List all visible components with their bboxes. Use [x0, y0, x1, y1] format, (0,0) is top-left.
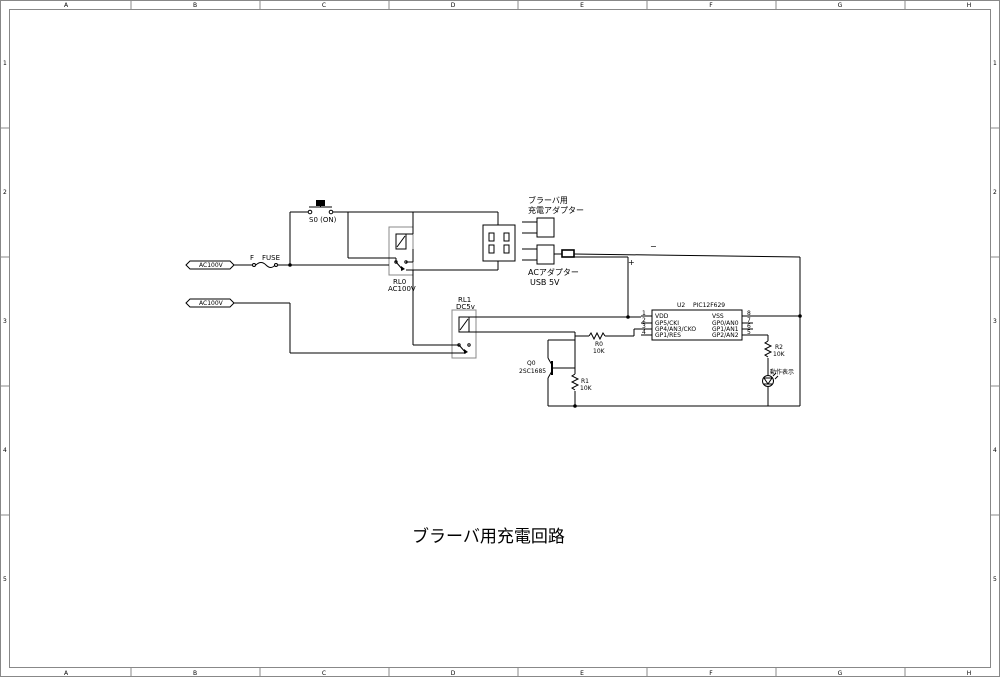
- resistor-r1: R1 10K: [570, 373, 593, 392]
- led-indicator: 動作表示: [762, 368, 794, 387]
- r2-value: 10K: [773, 351, 786, 358]
- u2-part: PIC12F629: [693, 302, 725, 309]
- u2-pin-left: GP5/CKI: [655, 320, 679, 327]
- col-label: D: [451, 2, 456, 9]
- u2-pin-left: GP4/AN3/CKO: [655, 326, 696, 333]
- rl1-ref: RL1: [458, 296, 471, 304]
- u2-ref: U2: [677, 302, 685, 309]
- row-label: 1: [3, 60, 7, 67]
- fuse-name: FUSE: [262, 254, 280, 262]
- row-label: 4: [993, 447, 997, 454]
- adapter2-line1: ACアダプター: [528, 267, 579, 277]
- r0-ref: R0: [595, 341, 603, 348]
- u2-pin-num: 4: [642, 329, 646, 336]
- u2-pin-right: GP0/AN0: [712, 320, 739, 327]
- adapter1-line1: ブラーバ用: [528, 195, 568, 205]
- fuse-ref: F: [250, 254, 254, 262]
- u2-pin-num: 2: [642, 317, 646, 324]
- row-label: 4: [3, 447, 7, 454]
- row-label: 3: [3, 318, 7, 325]
- ac-input-connector-2: AC100V: [185, 298, 235, 308]
- col-label: C: [322, 670, 326, 677]
- u2-pin-num: 7: [747, 317, 751, 324]
- led-label: 動作表示: [770, 368, 794, 376]
- u2-pin-left: VDD: [655, 313, 669, 320]
- u2-pin-num: 1: [642, 310, 646, 317]
- u2-pin-right: GP2/AN2: [712, 332, 739, 339]
- col-label: E: [580, 2, 584, 9]
- transistor-q0: Q0 2SC1685: [519, 357, 575, 379]
- u2-pin-right: GP1/AN1: [712, 326, 739, 333]
- ac-input-connector-1: AC100V: [185, 260, 235, 270]
- rl1-value: DC5v: [456, 303, 475, 311]
- plus-label: +: [628, 258, 635, 267]
- row-label: 3: [993, 318, 997, 325]
- rl0-value: AC100V: [388, 285, 416, 293]
- resistor-r2: R2 10K: [763, 340, 786, 358]
- col-label: G: [838, 2, 843, 9]
- wiring: [234, 211, 802, 408]
- u2-pin-num: 6: [747, 323, 751, 330]
- q0-ref: Q0: [527, 360, 536, 367]
- r1-ref: R1: [581, 378, 589, 385]
- u2-pin-right: VSS: [712, 313, 724, 320]
- row-label: 2: [993, 189, 997, 196]
- switch-label: S0 (ON): [309, 216, 337, 224]
- ac-input-label: AC100V: [199, 262, 224, 269]
- resistor-r0: R0 10K: [588, 331, 606, 355]
- schematic-title: ブラーバ用充電回路: [412, 526, 565, 547]
- u2-pin-num: 8: [747, 310, 751, 317]
- col-label: C: [322, 2, 326, 9]
- row-label: 2: [3, 189, 7, 196]
- q0-value: 2SC1685: [519, 368, 546, 375]
- row-label: 5: [993, 576, 997, 583]
- r1-value: 10K: [580, 385, 593, 392]
- u2-pin-num: 5: [747, 329, 751, 336]
- rl0-ref: RL0: [393, 278, 406, 286]
- r0-value: 10K: [593, 348, 606, 355]
- ac-adapter-usb: ACアダプター USB 5V − +: [522, 242, 657, 287]
- relay-rl1: RL1 DC5v: [451, 296, 477, 359]
- relay-rl0: RL0 AC100V: [388, 226, 416, 293]
- row-label: 1: [993, 60, 997, 67]
- minus-label: −: [650, 242, 657, 251]
- col-label: F: [709, 2, 713, 9]
- col-label: F: [709, 670, 713, 677]
- col-label: D: [451, 670, 456, 677]
- braava-charge-adapter: ブラーバ用 充電アダプター: [522, 195, 584, 238]
- col-label: A: [64, 2, 69, 9]
- switch-s0: S0 (ON): [307, 200, 337, 224]
- u2-pin-left: GP1/RES: [655, 332, 681, 339]
- col-label: B: [193, 670, 197, 677]
- outlet-block: [482, 224, 516, 262]
- r2-ref: R2: [775, 344, 783, 351]
- row-label: 5: [3, 576, 7, 583]
- col-label: B: [193, 2, 197, 9]
- adapter2-line2: USB 5V: [530, 278, 560, 287]
- col-label: G: [838, 670, 843, 677]
- col-label: A: [64, 670, 69, 677]
- u2-pin-num: 3: [642, 323, 646, 330]
- col-label: H: [967, 2, 972, 9]
- col-label: H: [967, 670, 972, 677]
- col-label: E: [580, 670, 584, 677]
- adapter1-line2: 充電アダプター: [528, 205, 584, 215]
- ac-input-label: AC100V: [199, 300, 224, 307]
- fuse: F FUSE: [250, 254, 280, 268]
- pic12f629-u2: U2 PIC12F629 VDD GP5/CKI GP4/AN3/CKO GP1…: [641, 302, 768, 341]
